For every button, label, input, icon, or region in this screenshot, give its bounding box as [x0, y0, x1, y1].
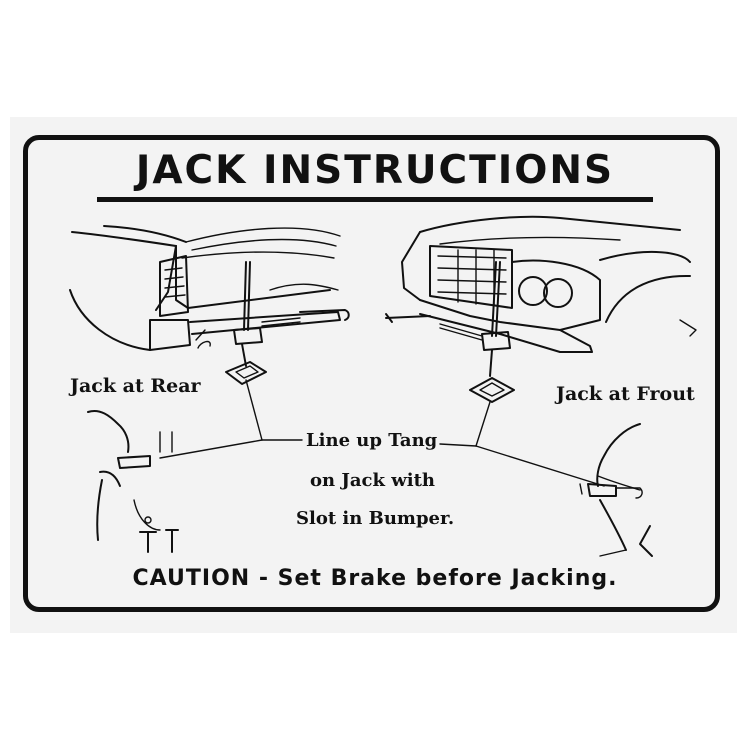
- front-jack-drawing: [439, 261, 515, 403]
- rear-car-drawing: [69, 225, 350, 351]
- rounded-border-frame: [23, 135, 720, 612]
- rear-jack-drawing: [225, 261, 301, 385]
- caution-warning: CAUTION - Set Brake before Jacking.: [132, 566, 618, 591]
- jack-at-front-label: Jack at Frout: [556, 383, 695, 405]
- line-up-tang-label: Line up Tang: [306, 430, 438, 451]
- leader-lines: [159, 379, 605, 487]
- decal-background: [10, 117, 737, 633]
- front-bumper-detail: [579, 423, 653, 557]
- jack-at-rear-label: Jack at Rear: [70, 375, 201, 397]
- title-underline: [97, 197, 653, 202]
- instructions-title: JACK INSTRUCTIONS: [135, 148, 615, 193]
- front-car-drawing: [385, 215, 697, 353]
- rear-bumper-detail: [87, 410, 179, 553]
- slot-in-bumper-label: Slot in Bumper.: [296, 508, 455, 529]
- on-jack-with-label: on Jack with: [310, 470, 435, 491]
